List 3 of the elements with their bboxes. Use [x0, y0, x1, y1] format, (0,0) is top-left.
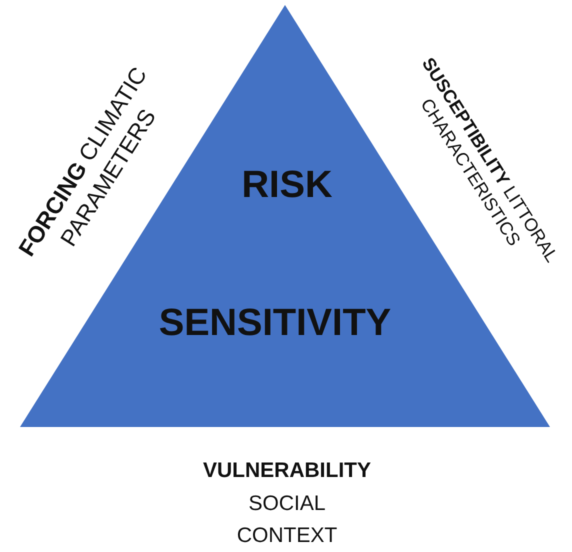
triangle-label: SENSITIVITY [158, 304, 392, 342]
triangle-label: RISK [242, 166, 332, 204]
side-caption: VULNERABILITY SOCIAL CONTEXT [202, 458, 372, 550]
